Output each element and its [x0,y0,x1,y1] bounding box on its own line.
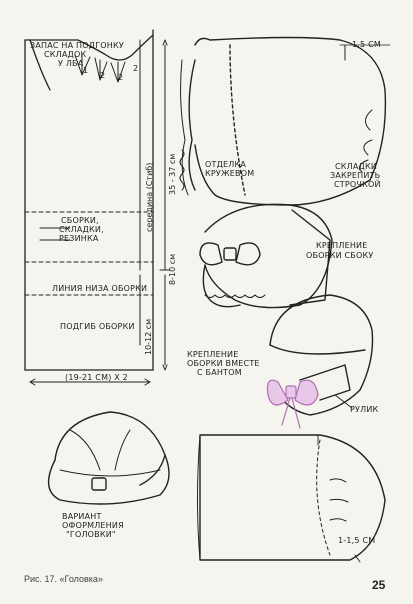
dimension-width: (19-21 см) x 2 [65,373,128,382]
label-center: середина (Стиб) [145,162,154,232]
pink-bow-icon [266,379,319,429]
label-variant-3: "головки" [66,530,116,539]
label-gathers-2: складки, [59,225,104,234]
label-folds-3: строчкой [334,180,381,189]
dimension-margin-top: 1,5 см [352,40,381,49]
dimension-margin-bottom: 1-1,5 см [338,536,376,545]
label-bow-attachment-2: оборки вместе [187,359,260,368]
label-gathers-1: сборки, [61,216,99,225]
label-bow-attachment-1: крепление [187,350,239,359]
bonnet-top [180,36,391,206]
label-piping: рулик [350,405,379,414]
label-side-attachment-2: оборки сбоку [306,251,374,260]
width-dimension [29,378,151,386]
fold-marks [74,54,126,83]
label-side-attachment-1: крепление [316,241,368,250]
label-bow-attachment-3: с бантом [197,368,242,377]
dimension-height-2: 8-10 см [168,253,177,285]
label-seam-allowance-3: у лба [58,59,84,68]
piping-leader [334,394,353,409]
lace-trim-squiggle [179,149,185,191]
label-seam-allowance-1: Запас на подгонку [30,41,124,50]
fold-number-3: 2 [118,73,124,82]
label-folds-2: закрепить [330,171,381,180]
label-variant-2: оформления [62,521,124,530]
dimension-height-1: 35 - 37 см [168,153,177,195]
pattern-piece-outline [24,29,154,371]
fold-number-1: 1 [83,66,89,75]
label-ruffle-hem: подгиб оборки [60,322,135,331]
label-seam-allowance-2: складок [44,50,87,59]
label-variant-1: вариант [62,512,102,521]
dimension-height-3: 10-12 см [144,318,153,355]
center-dimension-line [139,39,171,371]
label-lace-trim-2: кружевом [205,169,255,178]
fold-number-4: 2 [133,64,139,73]
gather-marks [39,227,71,241]
fold-number-2: 2 [100,71,106,80]
bonnet-profile [197,434,386,563]
figure-caption: Рис. 17. «Головка» [24,574,103,584]
label-gathers-3: резинка [59,234,99,243]
gather-zone-lines [24,211,154,296]
page-number: 25 [372,578,386,592]
bonnet-variant [47,411,170,505]
label-ruffle-line: линия низа оборки [52,284,148,293]
label-lace-trim-1: отделка [205,160,247,169]
label-folds-1: складки [335,162,378,171]
bonnet-side-bow [199,203,333,309]
